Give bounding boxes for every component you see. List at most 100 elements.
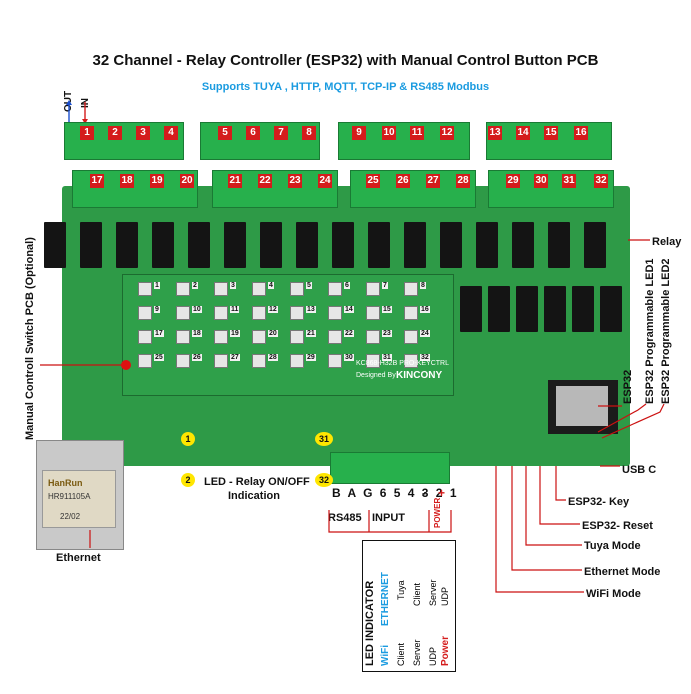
manual-button-1[interactable]: 1 [138, 282, 160, 301]
manual-button-24[interactable]: 24 [404, 330, 430, 349]
button-cap[interactable] [176, 306, 190, 320]
manual-button-32[interactable]: 32 [404, 354, 430, 373]
relay-label: Relay [652, 236, 682, 248]
wifi-mode-label: WiFi Mode [586, 588, 641, 600]
led-2-marker: 2 [181, 473, 195, 487]
io-plus: + [438, 486, 448, 500]
manual-button-29[interactable]: 29 [290, 354, 316, 373]
manual-button-2[interactable]: 2 [176, 282, 198, 301]
manual-button-15[interactable]: 15 [366, 306, 392, 325]
relay [476, 222, 498, 268]
led-table-tuya: Tuya [396, 580, 406, 600]
button-cap[interactable] [138, 354, 152, 368]
led-indication-label: Indication [228, 490, 280, 502]
manual-button-9[interactable]: 9 [138, 306, 160, 325]
button-cap[interactable] [328, 306, 342, 320]
manual-button-21[interactable]: 21 [290, 330, 316, 349]
manual-button-27[interactable]: 27 [214, 354, 240, 373]
button-cap[interactable] [404, 354, 418, 368]
button-cap[interactable] [176, 354, 190, 368]
button-cap[interactable] [328, 354, 342, 368]
button-cap[interactable] [404, 330, 418, 344]
button-cap[interactable] [214, 330, 228, 344]
button-cap[interactable] [138, 306, 152, 320]
manual-button-11[interactable]: 11 [214, 306, 240, 325]
button-cap[interactable] [176, 330, 190, 344]
manual-button-6[interactable]: 6 [328, 282, 350, 301]
terminal-number: 24 [318, 174, 332, 188]
terminal-number: 15 [544, 126, 558, 140]
manual-button-28[interactable]: 28 [252, 354, 278, 373]
button-cap[interactable] [290, 354, 304, 368]
button-label: 13 [306, 306, 316, 313]
manual-button-8[interactable]: 8 [404, 282, 426, 301]
button-cap[interactable] [328, 330, 342, 344]
button-cap[interactable] [366, 330, 380, 344]
button-cap[interactable] [252, 354, 266, 368]
manual-button-16[interactable]: 16 [404, 306, 430, 325]
manual-button-31[interactable]: 31 [366, 354, 392, 373]
terminal-number: 3 [136, 126, 150, 140]
manual-button-12[interactable]: 12 [252, 306, 278, 325]
manual-button-20[interactable]: 20 [252, 330, 278, 349]
button-cap[interactable] [176, 282, 190, 296]
manual-button-19[interactable]: 19 [214, 330, 240, 349]
manual-button-23[interactable]: 23 [366, 330, 392, 349]
led-31-marker: 31 [315, 432, 333, 446]
io-connector [330, 452, 450, 484]
page-title: 32 Channel - Relay Controller (ESP32) wi… [92, 52, 599, 69]
io-minus: - [422, 486, 428, 500]
usb-label: USB C [622, 464, 657, 476]
page-subtitle: Supports TUYA , HTTP, MQTT, TCP-IP & RS4… [201, 81, 490, 93]
manual-button-3[interactable]: 3 [214, 282, 236, 301]
button-cap[interactable] [366, 306, 380, 320]
button-label: 6 [344, 282, 350, 289]
manual-button-7[interactable]: 7 [366, 282, 388, 301]
button-cap[interactable] [366, 354, 380, 368]
button-cap[interactable] [214, 282, 228, 296]
relay [512, 222, 534, 268]
manual-button-14[interactable]: 14 [328, 306, 354, 325]
terminal-number: 7 [274, 126, 288, 140]
button-cap[interactable] [404, 282, 418, 296]
button-label: 31 [382, 354, 392, 361]
led-table-udp-2: UDP [440, 586, 450, 606]
button-cap[interactable] [404, 306, 418, 320]
button-cap[interactable] [252, 330, 266, 344]
button-label: 24 [420, 330, 430, 337]
manual-button-25[interactable]: 25 [138, 354, 164, 373]
button-cap[interactable] [252, 282, 266, 296]
relay [44, 222, 66, 268]
button-cap[interactable] [138, 330, 152, 344]
button-cap[interactable] [366, 282, 380, 296]
button-label: 21 [306, 330, 316, 337]
manual-button-4[interactable]: 4 [252, 282, 274, 301]
terminal-number: 22 [258, 174, 272, 188]
button-cap[interactable] [138, 282, 152, 296]
manual-button-5[interactable]: 5 [290, 282, 312, 301]
button-label: 20 [268, 330, 278, 337]
relay [584, 222, 606, 268]
terminal-number: 1 [80, 126, 94, 140]
io-pins: B A G 6 5 4 3 2 1 [332, 486, 459, 500]
ethernet-label: Ethernet [56, 552, 101, 564]
button-label: 8 [420, 282, 426, 289]
manual-button-10[interactable]: 10 [176, 306, 202, 325]
button-cap[interactable] [328, 282, 342, 296]
button-cap[interactable] [290, 282, 304, 296]
manual-button-22[interactable]: 22 [328, 330, 354, 349]
relay [80, 222, 102, 268]
manual-button-13[interactable]: 13 [290, 306, 316, 325]
manual-button-26[interactable]: 26 [176, 354, 202, 373]
button-cap[interactable] [214, 306, 228, 320]
button-cap[interactable] [290, 330, 304, 344]
relay [296, 222, 318, 268]
manual-button-17[interactable]: 17 [138, 330, 164, 349]
button-label: 26 [192, 354, 202, 361]
button-cap[interactable] [252, 306, 266, 320]
button-cap[interactable] [290, 306, 304, 320]
manual-button-30[interactable]: 30 [328, 354, 354, 373]
button-cap[interactable] [214, 354, 228, 368]
relay [572, 286, 594, 332]
manual-button-18[interactable]: 18 [176, 330, 202, 349]
